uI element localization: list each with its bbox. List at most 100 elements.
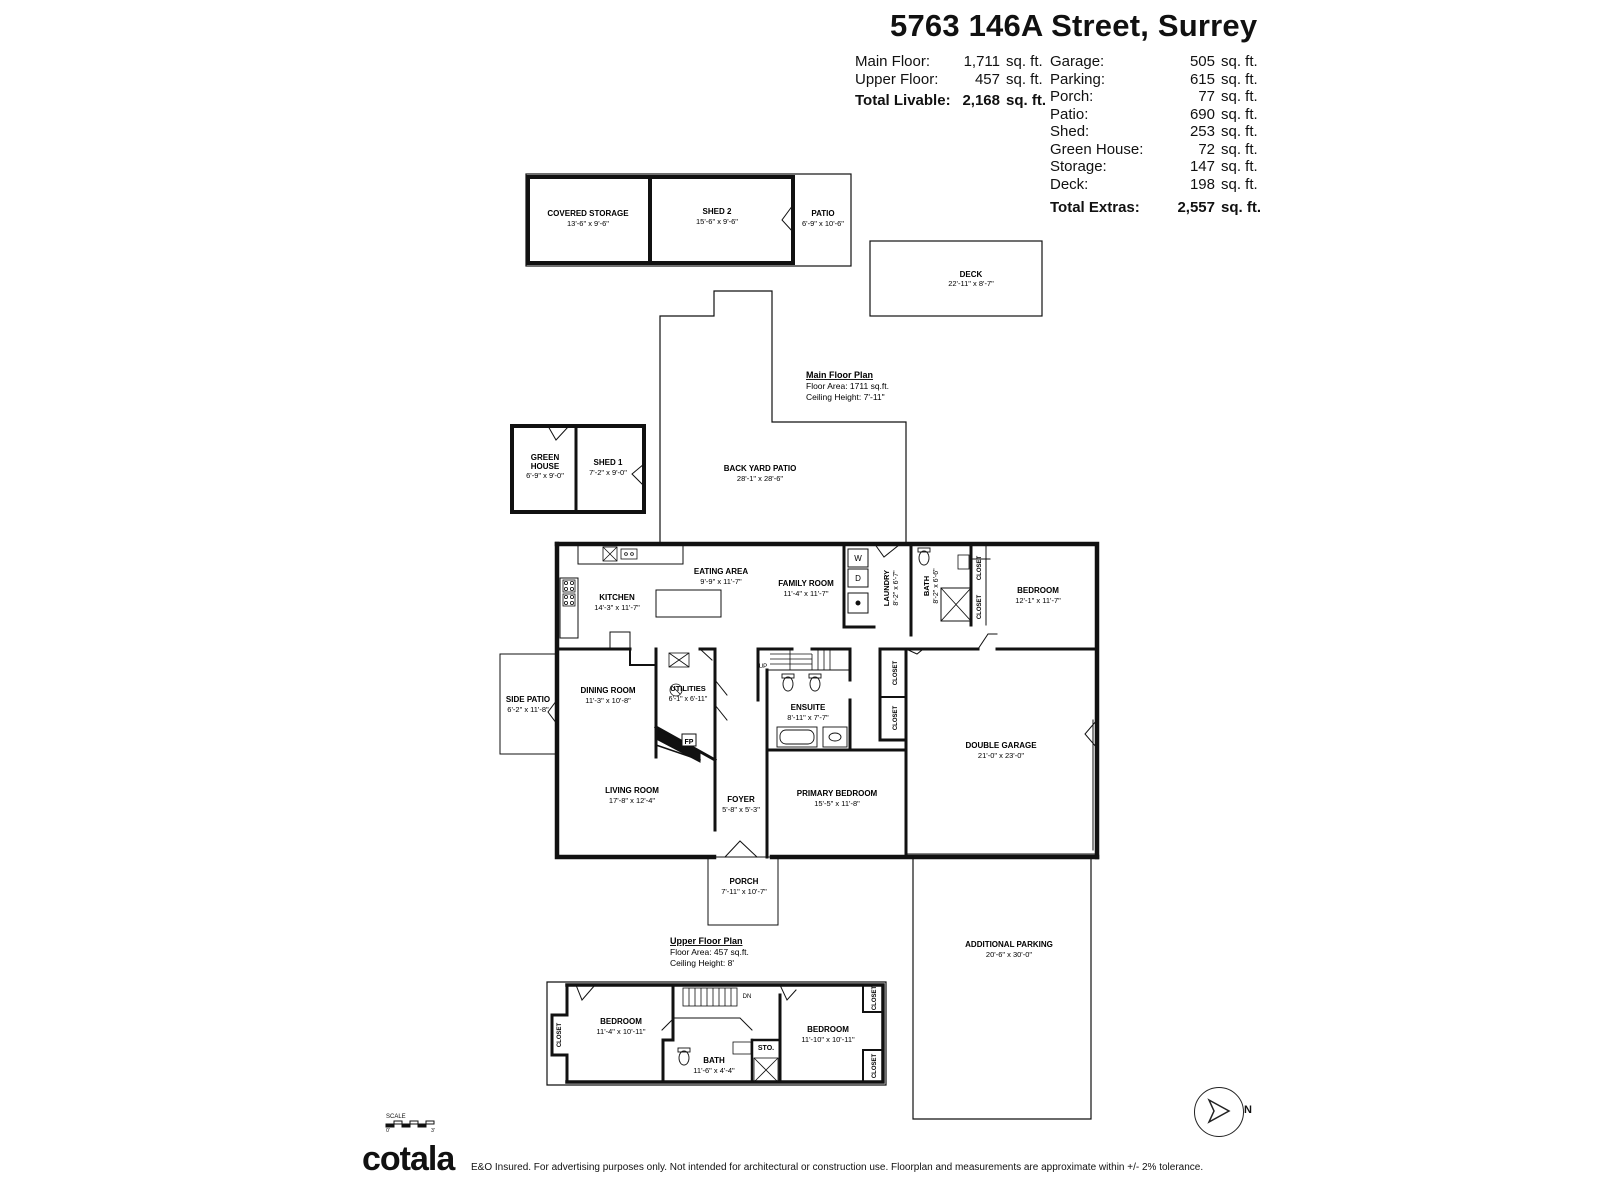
room-label: BEDROOM (600, 1017, 642, 1026)
room-dimensions: 8'-2" x 6'-7" (893, 570, 900, 606)
area-label: Garage: (1050, 53, 1105, 70)
area-row: Upper Floor: 457 sq. ft. (855, 71, 1046, 89)
room-dimensions: 28'-1" x 28'-6" (737, 474, 783, 483)
room-label: BEDROOM (807, 1025, 849, 1034)
room-label: EATING AREA (694, 567, 748, 576)
area-unit: sq. ft. (1221, 88, 1258, 105)
upper-floor-walls (546, 981, 887, 1086)
area-label: Green House: (1050, 140, 1144, 158)
main-floor-ceiling: Ceiling Height: 7'-11" (806, 392, 885, 402)
area-label: Patio: (1050, 105, 1089, 123)
room-dimensions: 6'-1" x 6'-11" (669, 696, 708, 703)
room-label: DOUBLE GARAGE (965, 741, 1037, 750)
sink-icon (602, 546, 970, 697)
room-label: UTILITIES (670, 684, 705, 693)
room-dimensions: 11'-6" x 4'-4" (693, 1066, 735, 1075)
area-value: 147 (1189, 158, 1215, 175)
room-label: DINING ROOM (580, 686, 635, 695)
room-label: SHED 2 (703, 207, 732, 216)
stove-icon (562, 579, 576, 607)
room-label: BACK YARD PATIO (724, 464, 797, 473)
area-value: 505 (1189, 53, 1215, 70)
main-floor-area: Floor Area: 1711 sq.ft. (806, 381, 889, 391)
area-row: Green House: 72 sq. ft. (1050, 141, 1261, 159)
upper-floor-ceiling: Ceiling Height: 8' (670, 958, 734, 968)
scale-end: 3' (431, 1128, 435, 1134)
area-value: 2,168 (962, 92, 1000, 109)
room-dimensions: 12'-1" x 11'-7" (1015, 596, 1061, 605)
room-label: BATH (922, 576, 931, 596)
room-label: ENSUITE (791, 703, 826, 712)
area-value: 1,711 (963, 53, 1000, 70)
room-dimensions: 6'-9" x 9'-0" (526, 471, 564, 480)
area-unit: sq. ft. (1221, 123, 1258, 140)
room-dimensions: 13'-6" x 9'-6" (567, 219, 609, 228)
main-floor-title: Main Floor Plan (806, 370, 873, 380)
closet-label: CLOSET (893, 706, 899, 731)
area-label: Total Livable: (855, 92, 951, 109)
green-house-shed (510, 424, 646, 514)
stair-down-label: DN (743, 994, 752, 1000)
room-dimensions: 21'-0" x 23'-0" (978, 751, 1024, 760)
area-unit: sq. ft. (1221, 105, 1258, 123)
fireplace-icon (657, 729, 701, 763)
deck-outline (869, 240, 1043, 317)
area-label: Total Extras: (1050, 199, 1140, 216)
area-unit: sq. ft. (1221, 140, 1258, 158)
area-unit: sq. ft. (1006, 53, 1043, 70)
room-label: HOUSE (531, 462, 560, 471)
room-dimensions: 20'-6" x 30'-0" (986, 950, 1032, 959)
area-label: Shed: (1050, 123, 1090, 140)
area-label: Upper Floor: (855, 70, 939, 88)
room-label: COVERED STORAGE (547, 209, 629, 218)
closet-label: CLOSET (557, 1023, 563, 1048)
back-yard-patio-outline (659, 290, 907, 542)
area-value: 72 (1198, 140, 1215, 158)
room-label: PATIO (811, 209, 834, 218)
room-label: BEDROOM (1017, 586, 1059, 595)
area-value: 77 (1198, 88, 1215, 105)
area-unit: sq. ft. (1006, 70, 1043, 88)
main-house-walls (499, 541, 1100, 1120)
room-dimensions: 14'-3" x 11'-7" (594, 603, 640, 612)
room-label: SIDE PATIO (506, 695, 550, 704)
room-label: DECK (960, 270, 983, 279)
room-dimensions: 17'-8" x 12'-4" (609, 796, 655, 805)
room-dimensions: 5'-8" x 5'-3" (722, 805, 760, 814)
room-dimensions: 11'-4" x 11'-7" (783, 589, 828, 598)
room-label: KITCHEN (599, 593, 635, 602)
bathtub-icon (776, 726, 848, 748)
closet-label: CLOSET (893, 661, 899, 686)
room-label: LAUNDRY (882, 570, 891, 606)
area-unit: sq. ft. (1221, 53, 1258, 70)
toilet-icon (677, 547, 931, 1066)
area-row: Garage: 505 sq. ft. (1050, 53, 1261, 71)
closet-label: CLOSET (977, 595, 983, 620)
room-dimensions: 8'-11" x 7'-7" (787, 713, 829, 722)
room-label: ADDITIONAL PARKING (965, 940, 1053, 949)
closet-label: CLOSET (872, 986, 878, 1011)
room-dimensions: 7'-11" x 10'-7" (721, 887, 767, 896)
room-dimensions: 11'-4" x 10'-11" (596, 1027, 646, 1036)
room-label: GREEN (531, 453, 560, 462)
area-value: 253 (1189, 123, 1215, 140)
room-dimensions: 8'-2" x 6'-6" (933, 568, 940, 604)
area-unit: sq. ft. (1221, 70, 1258, 88)
upper-floor-area: Floor Area: 457 sq.ft. (670, 947, 749, 957)
area-label: Deck: (1050, 175, 1089, 193)
area-unit: sq. ft. (1221, 175, 1258, 193)
scale-bar (385, 1120, 435, 1128)
area-value: 690 (1189, 105, 1215, 123)
room-label: FOYER (727, 795, 755, 804)
area-label: Main Floor: (855, 53, 931, 70)
living-area-summary: Main Floor: 1,711 sq. ft. Upper Floor: 4… (855, 53, 1046, 110)
dryer-label: D (855, 574, 861, 583)
area-unit: sq. ft. (1221, 158, 1258, 175)
area-total-row: Total Livable: 2,168 sq. ft. (855, 92, 1046, 110)
